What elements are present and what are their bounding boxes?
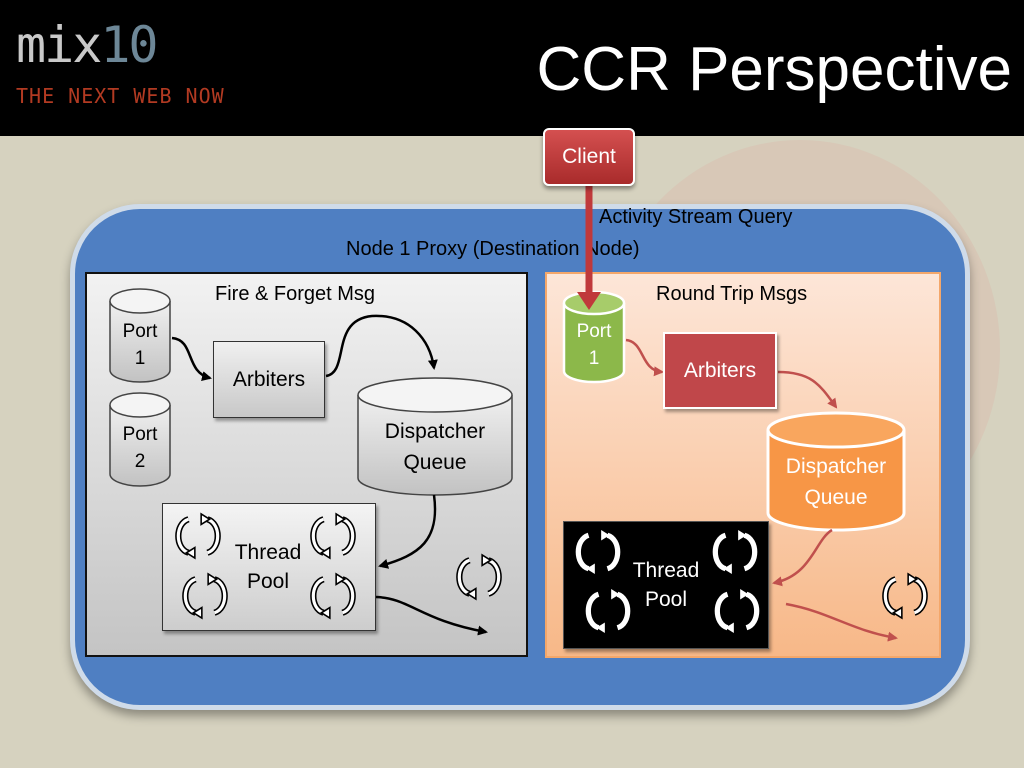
thread-cycle-icon: [459, 555, 498, 599]
left-thread-line2: Pool: [246, 570, 290, 593]
thread-cycle-icon: [717, 589, 756, 633]
header-bar: mix10 THE NEXT WEB NOW CCR Perspective: [0, 0, 1024, 136]
left-dispatcher-cylinder: [357, 377, 513, 496]
right-thread-line1: Thread: [632, 559, 700, 582]
round-trip-title: Round Trip Msgs: [656, 283, 808, 305]
left-port2-line1: Port: [122, 424, 158, 445]
slide-title: CCR Perspective: [536, 35, 1012, 104]
right-port1-line2: 1: [588, 348, 600, 369]
mix10-logo: mix10: [16, 20, 159, 70]
logo-number: 10: [100, 16, 158, 74]
logo-tagline: THE NEXT WEB NOW: [16, 84, 225, 108]
right-dispatcher-cylinder: [766, 411, 906, 532]
thread-cycle-icon: [313, 574, 352, 618]
right-dispatcher-threadpool-arrow: [772, 528, 833, 587]
left-arbiters-box: Arbiters: [213, 341, 325, 418]
left-thread-line1: Thread: [234, 541, 302, 564]
left-dispatcher-line2: Queue: [403, 451, 467, 474]
right-port-arbiter-arrow: [625, 338, 664, 377]
thread-cycle-icon: [178, 514, 217, 558]
fire-forget-title: Fire & Forget Msg: [215, 283, 376, 305]
right-thread-line2: Pool: [644, 588, 688, 611]
thread-cycle-icon: [885, 574, 924, 618]
left-port2-cylinder: [109, 392, 171, 487]
thread-cycle-icon: [588, 589, 627, 633]
left-port2-line2: 2: [134, 451, 146, 472]
right-port1-cylinder: [562, 290, 626, 384]
node-label: Node 1 Proxy (Destination Node): [346, 238, 640, 260]
right-dispatcher-line1: Dispatcher: [785, 455, 887, 478]
left-port1-label: Port 1: [110, 318, 170, 372]
right-port1-line1: Port: [576, 321, 612, 342]
right-arbiter-dispatcher-arrow: [777, 370, 838, 409]
thread-cycle-icon: [715, 530, 754, 574]
left-dispatcher-line1: Dispatcher: [384, 420, 486, 443]
thread-cycle-icon: [185, 574, 224, 618]
left-port-arbiter-arrow: [171, 336, 212, 381]
right-port1-label: Port 1: [564, 318, 624, 372]
logo-text: mix: [16, 16, 102, 74]
client-box: Client: [543, 128, 635, 186]
right-threadpool-out-arrow: [785, 602, 898, 642]
right-arbiters-box: Arbiters: [663, 332, 777, 409]
left-port1-line2: 1: [134, 348, 146, 369]
activity-stream-label: Activity Stream Query: [599, 206, 793, 228]
left-port2-label: Port 2: [110, 421, 170, 475]
left-port1-cylinder: [109, 288, 171, 383]
left-arbiter-dispatcher-arrow: [325, 314, 438, 378]
left-dispatcher-threadpool-arrow: [378, 494, 437, 569]
left-threadpool-out-arrow: [375, 595, 488, 636]
left-port1-line1: Port: [122, 321, 158, 342]
thread-cycle-icon: [313, 514, 352, 558]
client-arrow-head: [577, 292, 601, 310]
right-dispatcher-line2: Queue: [804, 486, 868, 509]
thread-cycle-icon: [578, 530, 617, 574]
